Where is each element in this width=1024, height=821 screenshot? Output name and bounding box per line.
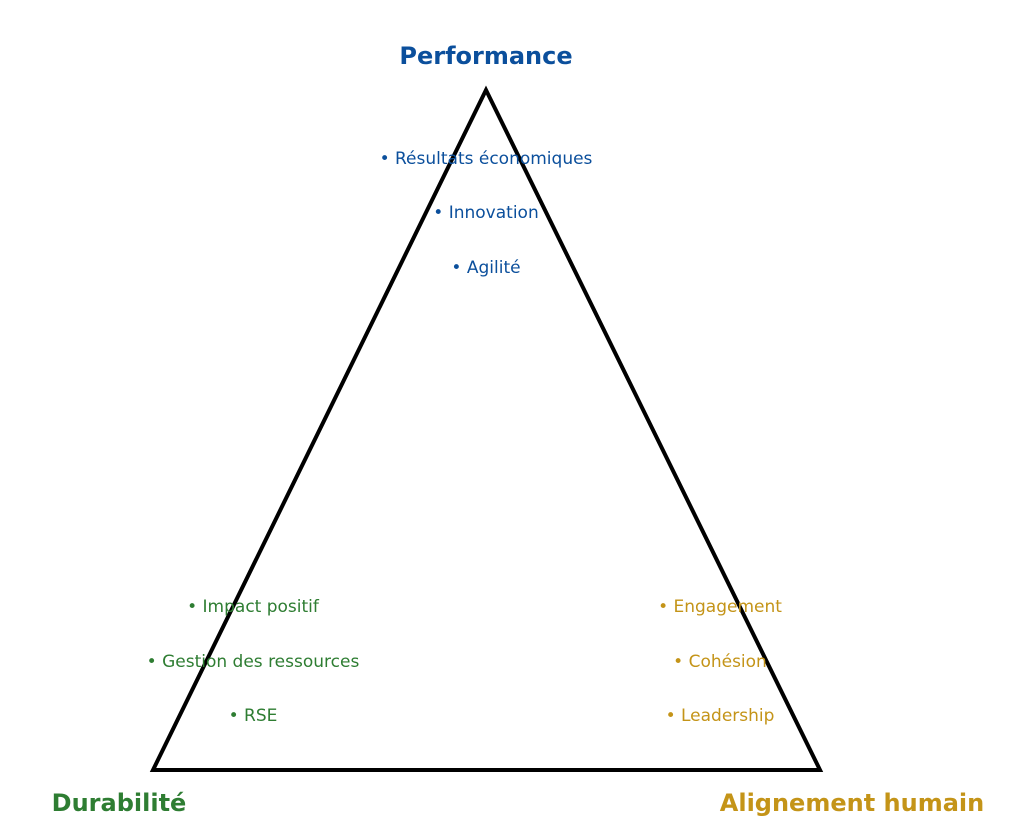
performance-title: Performance	[399, 42, 572, 70]
alignement-title: Alignement humain	[720, 789, 984, 817]
triangle-outline	[149, 85, 824, 772]
alignement-item: • Engagement	[658, 597, 782, 617]
durabilite-item: • Gestion des ressources	[147, 652, 360, 672]
performance-item: • Agilité	[451, 258, 520, 278]
performance-item: • Innovation	[433, 203, 538, 223]
durabilite-item: • Impact positif	[187, 597, 320, 617]
alignement-item: • Leadership	[666, 706, 775, 726]
durabilite-title: Durabilité	[52, 789, 187, 817]
durabilite-item: • RSE	[229, 706, 278, 726]
alignement-item: • Cohésion	[673, 652, 767, 672]
performance-item: • Résultats économiques	[380, 149, 593, 169]
